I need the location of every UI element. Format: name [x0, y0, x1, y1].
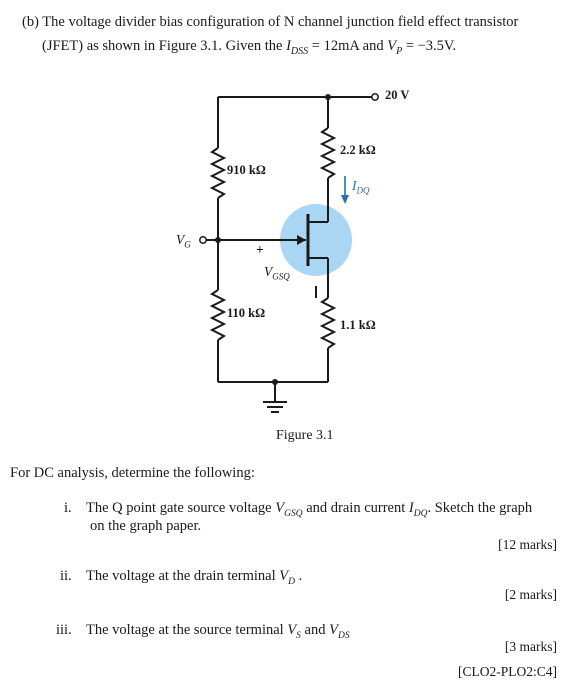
- r2-2k-label: 2.2 kΩ: [340, 143, 376, 157]
- resistor-110k: [209, 289, 227, 341]
- dc-heading: For DC analysis, determine the following…: [10, 465, 255, 481]
- vg-terminal: [199, 236, 207, 244]
- item-iii-marks: [3 marks]: [504, 639, 557, 654]
- resistor-910k: [209, 147, 227, 199]
- vp-symbol: VP: [387, 38, 403, 57]
- clo-label: [CLO2-PLO2:C4]: [458, 664, 557, 679]
- item-i-line-1: i.The Q point gate source voltage VGSQ a…: [64, 500, 533, 519]
- supply-label: 20 V: [385, 88, 410, 102]
- gate-junction-dot: [215, 237, 221, 243]
- r110k-label: 110 kΩ: [227, 306, 266, 320]
- r910k-label: 910 kΩ: [227, 163, 266, 177]
- ground-junction-dot: [272, 379, 278, 385]
- item-i-line-2: on the graph paper.: [90, 518, 202, 534]
- vg-label: VG: [176, 232, 191, 250]
- resistor-2-2k: [319, 127, 337, 179]
- figure-caption: Figure 3.1: [276, 428, 334, 443]
- item-ii-marks: [2 marks]: [504, 587, 557, 602]
- item-iii: iii.The voltage at the source terminal V…: [56, 622, 350, 641]
- resistor-1-1k: [319, 297, 337, 349]
- vgsq-label: VGSQ: [264, 264, 290, 282]
- question-line-1: (b) The voltage divider bias configurati…: [22, 14, 519, 30]
- r1-1k-label: 1.1 kΩ: [340, 318, 376, 332]
- question-line-2: (JFET) as shown in Figure 3.1. Given the…: [42, 38, 457, 57]
- item-ii: ii.The voltage at the drain terminal VD …: [60, 568, 303, 587]
- gate-arrow-icon: [297, 235, 306, 245]
- supply-terminal: [371, 93, 379, 101]
- drain-junction-dot: [325, 94, 331, 100]
- plus-sign: +: [256, 242, 264, 257]
- idss-symbol: IDSS: [286, 38, 309, 57]
- idq-arrow-icon: [341, 195, 349, 204]
- idq-label: IDQ: [352, 178, 370, 196]
- item-i-marks: [12 marks]: [498, 537, 557, 552]
- jfet-highlight: [280, 204, 352, 276]
